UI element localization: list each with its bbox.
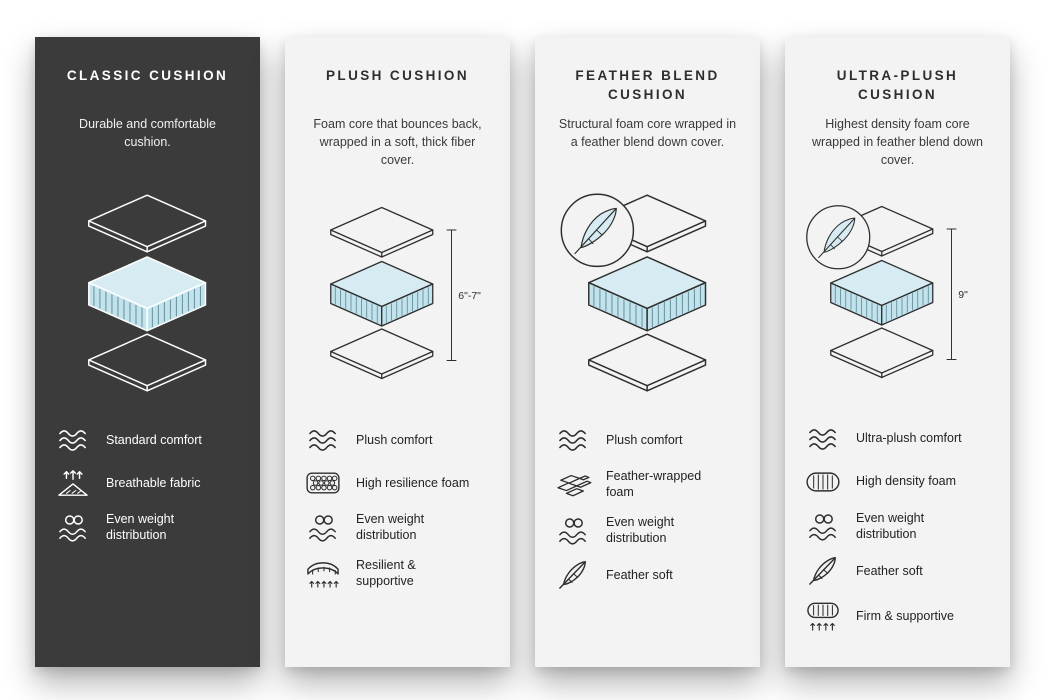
weight-distribution-icon — [553, 515, 593, 545]
resilient-support-icon — [303, 557, 343, 589]
weight-distribution-icon — [803, 511, 843, 541]
feature-label: Feather soft — [606, 567, 673, 582]
card-title: PLUSH CUSHION — [326, 68, 469, 83]
feather-icon — [803, 555, 843, 587]
feature-row: Even weight distribution — [303, 511, 492, 544]
feature-row: Even weight distribution — [53, 511, 242, 544]
feature-label: High resilience foam — [356, 475, 470, 490]
feature-label: Ultra-plush comfort — [856, 431, 962, 446]
card-description: Foam core that bounces back, wrapped in … — [313, 117, 482, 168]
measurement-indicator: 9" — [946, 228, 968, 361]
weight-distribution-icon — [303, 512, 343, 542]
feature-row: High resilience foam — [303, 468, 492, 498]
card-ultra-plush-cushion: ULTRA-PLUSH CUSHION Highest density foam… — [785, 37, 1010, 667]
feature-row: Even weight distribution — [553, 514, 742, 547]
feature-label: Even weight distribution — [856, 510, 925, 541]
card-title: FEATHER BLEND CUSHION — [575, 68, 720, 102]
card-title: ULTRA-PLUSH CUSHION — [836, 68, 959, 102]
card-row: CLASSIC CUSHION Durable and comfortable … — [35, 37, 1010, 667]
feature-label: Feather soft — [856, 563, 923, 578]
feature-row: Even weight distribution — [803, 510, 992, 543]
cushion-layers-illustration: 6"-7" — [303, 175, 492, 411]
cushion-layers-illustration: 9" — [803, 175, 992, 410]
feature-label: Resilient & supportive — [356, 557, 416, 588]
feature-label: Feather-wrapped foam — [606, 469, 702, 500]
feather-badge-icon — [560, 193, 634, 268]
card-feather-blend-cushion: FEATHER BLEND CUSHION Structural foam co… — [535, 37, 760, 667]
feature-row: Feather soft — [803, 555, 992, 587]
waves-icon — [553, 426, 593, 454]
feature-row: Breathable fabric — [53, 468, 242, 498]
feature-row: Feather soft — [553, 559, 742, 591]
feature-label: Even weight distribution — [356, 512, 425, 543]
card-plush-cushion: PLUSH CUSHION Foam core that bounces bac… — [285, 37, 510, 667]
card-description: Highest density foam core wrapped in fea… — [812, 117, 983, 168]
feather-badge-icon — [806, 205, 871, 270]
feature-label: Firm & supportive — [856, 608, 954, 623]
weight-distribution-icon — [53, 512, 93, 542]
feature-row: Ultra-plush comfort — [803, 424, 992, 454]
svg-text:9": 9" — [958, 289, 968, 301]
card-title: CLASSIC CUSHION — [66, 68, 229, 83]
breathable-icon — [53, 468, 93, 498]
feather-icon — [553, 559, 593, 591]
feature-row: Resilient & supportive — [303, 557, 492, 590]
svg-text:6"-7": 6"-7" — [458, 290, 481, 302]
feature-row: Plush comfort — [303, 425, 492, 455]
cushion-layers-illustration — [53, 175, 242, 411]
waves-icon — [303, 426, 343, 454]
feather-wrapped-foam-icon — [553, 469, 593, 499]
card-description: Durable and comfortable cushion. — [79, 117, 216, 150]
density-foam-icon — [803, 468, 843, 496]
feature-row: Firm & supportive — [803, 600, 992, 632]
foam-bubbles-icon — [303, 469, 343, 497]
feature-label: Standard comfort — [106, 432, 202, 447]
measurement-indicator: 6"-7" — [446, 229, 481, 361]
feature-label: Even weight distribution — [606, 514, 675, 545]
feature-row: Plush comfort — [553, 425, 742, 455]
feature-label: Breathable fabric — [106, 475, 201, 490]
feature-label: Even weight distribution — [106, 512, 175, 543]
waves-icon — [803, 425, 843, 453]
feature-label: Plush comfort — [606, 432, 683, 447]
firm-supportive-icon — [803, 600, 843, 632]
card-description: Structural foam core wrapped in a feathe… — [558, 117, 737, 150]
feature-row: Feather-wrapped foam — [553, 468, 742, 501]
feature-row: High density foam — [803, 467, 992, 497]
cushion-layers-illustration — [553, 175, 742, 411]
feature-row: Standard comfort — [53, 425, 242, 455]
waves-icon — [53, 426, 93, 454]
feature-label: Plush comfort — [356, 432, 433, 447]
card-classic-cushion: CLASSIC CUSHION Durable and comfortable … — [35, 37, 260, 667]
feature-label: High density foam — [856, 474, 957, 489]
